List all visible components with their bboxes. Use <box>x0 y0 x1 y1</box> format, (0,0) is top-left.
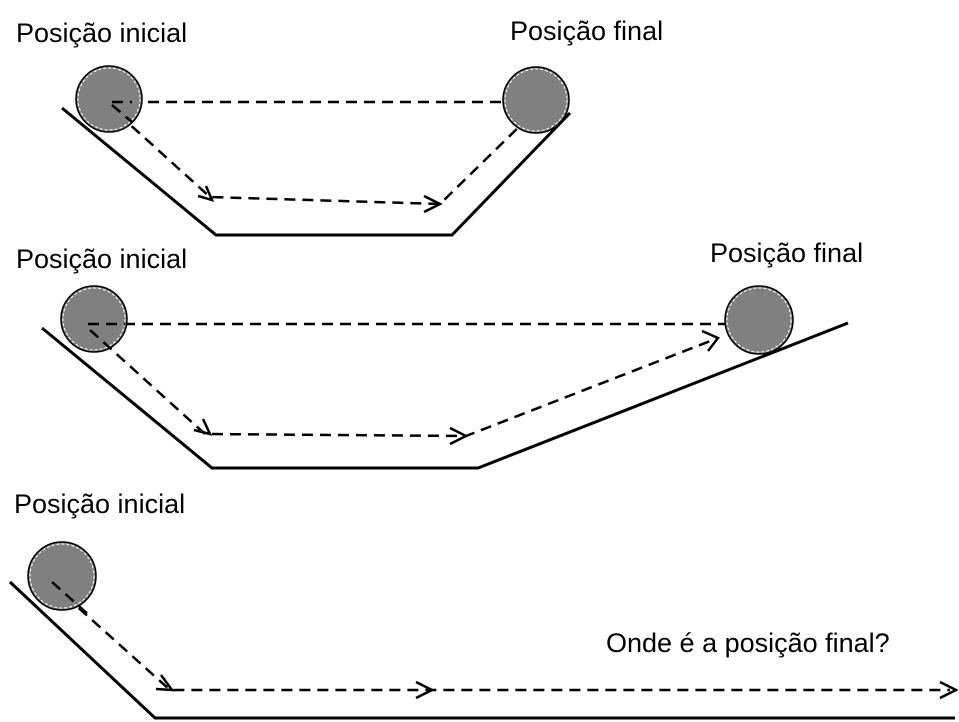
scenario-2-arrow-up <box>701 329 720 352</box>
scenario-3: Posição inicial Onde é a posição final? <box>8 489 959 720</box>
scenario-3-track <box>8 580 955 720</box>
scenario-1-initial-ball-ring <box>77 67 141 131</box>
scenario-1-arrow-flat <box>423 194 443 214</box>
scenario-3-initial-ball <box>27 541 97 611</box>
scenario-2-motion-path <box>89 329 719 438</box>
scenario-1-track <box>61 106 572 237</box>
scenario-3-initial-label: Posição inicial <box>14 489 185 519</box>
scenario-1-initial-label: Posição inicial <box>16 18 187 48</box>
scenario-2-initial-ball <box>60 285 128 353</box>
scenario-2-motion-path-start <box>89 329 111 349</box>
scenario-1-arrow-down <box>197 185 215 202</box>
scenario-2-final-label: Posição final <box>710 238 863 268</box>
scenario-1-final-ball-ring <box>504 68 568 132</box>
scenario-1-initial-ball <box>75 65 143 133</box>
scenario-2-initial-label: Posição inicial <box>16 244 187 274</box>
scenario-2-arrow-down <box>193 418 213 436</box>
scenario-2: Posição inicial Posição final <box>16 238 863 470</box>
scenario-1-motion-path <box>104 101 529 206</box>
scenario-3-motion-path-start <box>51 581 91 617</box>
scenario-3-arrow-flat <box>415 680 435 700</box>
scenario-1-final-ball <box>502 66 570 134</box>
scenario-1-motion-path-start <box>111 104 133 123</box>
scenario-2-track <box>41 321 849 470</box>
scenario-3-initial-ball-ring <box>29 543 95 609</box>
scenario-2-final-ball <box>724 285 794 355</box>
scenario-3-question: Onde é a posição final? <box>606 628 890 658</box>
scenario-3-arrow-down <box>155 674 175 692</box>
scenario-2-final-ball-ring <box>726 287 792 353</box>
scenario-2-arrow-flat <box>449 426 469 446</box>
scenario-1: Posição inicial Posição final <box>16 16 663 237</box>
scenario-3-arrow-end <box>939 680 959 700</box>
scenario-1-final-label: Posição final <box>510 16 663 46</box>
scenario-2-initial-ball-ring <box>62 287 126 351</box>
